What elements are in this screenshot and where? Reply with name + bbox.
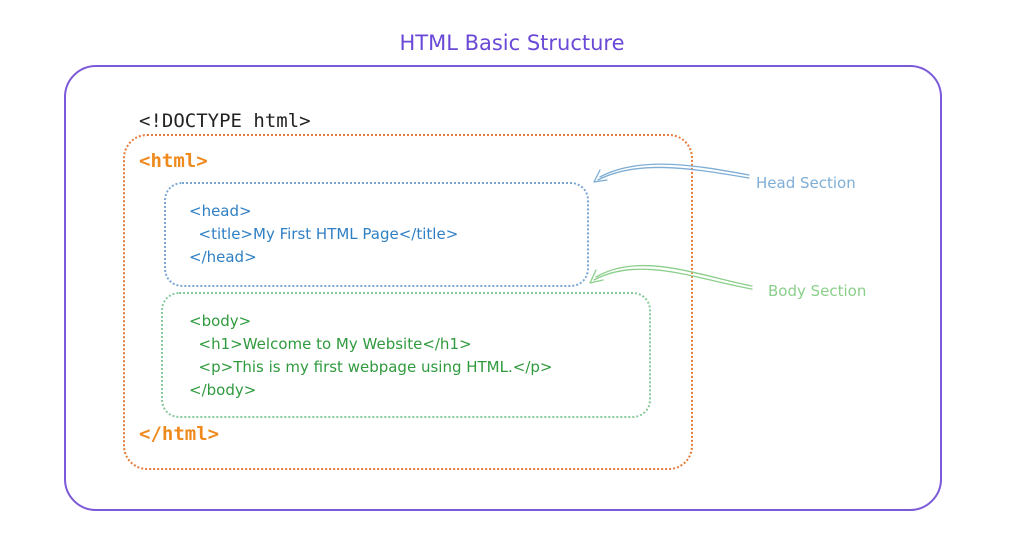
html-element-box (123, 134, 693, 470)
html-close-tag: </html> (139, 423, 220, 445)
diagram-title: HTML Basic Structure (399, 31, 625, 55)
h1-line: <h1>Welcome to My Website</h1> (189, 335, 472, 353)
title-line: <title>My First HTML Page</title> (189, 225, 459, 243)
head-section-label: Head Section (756, 174, 856, 192)
body-arrow-icon (589, 265, 753, 290)
paragraph-line: <p>This is my first webpage using HTML.<… (189, 358, 553, 376)
outer-frame (64, 65, 942, 511)
head-open-line: <head> (189, 202, 252, 220)
head-close-line: </head> (189, 248, 257, 266)
doctype-declaration: <!DOCTYPE html> (139, 110, 311, 132)
head-section-box (164, 182, 589, 287)
body-close-line: </body> (189, 381, 257, 399)
head-arrow-icon (593, 163, 750, 183)
body-section-label: Body Section (768, 282, 867, 300)
body-section-box (161, 292, 651, 418)
body-open-line: <body> (189, 312, 252, 330)
html-open-tag: <html> (139, 150, 208, 172)
